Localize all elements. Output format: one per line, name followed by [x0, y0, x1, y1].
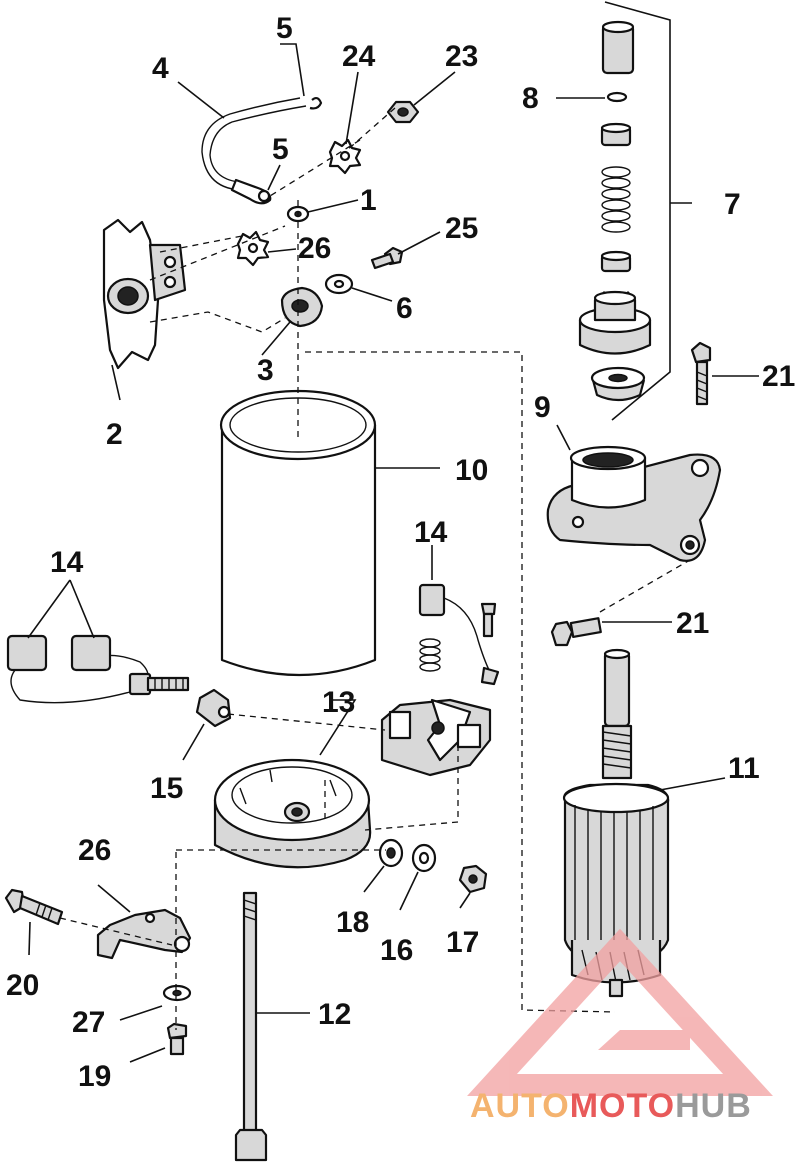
- washer-sixteen: [411, 843, 437, 873]
- terminal-nut: [386, 100, 420, 124]
- callout-6: 6: [396, 292, 413, 325]
- callout-15: 15: [150, 772, 183, 805]
- terminal-bracket: [102, 218, 187, 370]
- cable-assembly: [201, 96, 323, 205]
- brush-holder: [380, 698, 492, 777]
- callout-9: 8: [522, 82, 539, 115]
- spacer: [600, 250, 632, 273]
- callout-26: 26: [78, 834, 111, 867]
- callout-14-left: 14: [50, 546, 84, 579]
- retaining-ring: [606, 91, 628, 103]
- callout-25: 24: [342, 40, 376, 73]
- brush-set-left: [6, 634, 190, 704]
- nut-seventeen: [458, 864, 488, 894]
- brush-set-right: [418, 583, 500, 686]
- callout-2: 2: [106, 418, 123, 451]
- callout-10: 9: [534, 391, 551, 424]
- bracket-bolt: [4, 888, 64, 926]
- watermark: AUTOMOTOHUB: [467, 928, 773, 1125]
- watermark-logo-icon: [467, 928, 773, 1096]
- mounting-bracket: [96, 908, 192, 960]
- star-washer-top: [328, 138, 362, 175]
- leader-lines: [27, 43, 759, 1063]
- callout-22: 23: [445, 40, 478, 73]
- callout-3: 3: [257, 354, 274, 387]
- bolt-lower: [550, 617, 602, 647]
- callout-labels: 5 4 24 23 8 5 1 7 25 26 6 3 21 9 2 10 14…: [6, 12, 795, 1093]
- pinion-stop-cap: [601, 20, 635, 75]
- bolt-upper: [690, 341, 712, 406]
- drive-end-cap: [546, 445, 722, 562]
- pinion-gear: [578, 290, 652, 355]
- callout-13: 13: [322, 686, 355, 719]
- callout-7: 10: [455, 454, 488, 487]
- anti-drift-spring: [601, 166, 631, 233]
- drive-bracket-lines: [604, 1, 671, 421]
- washer-eighteen: [378, 838, 404, 868]
- screw: [370, 246, 404, 270]
- grommet: [280, 286, 324, 328]
- callout-14-right: 14: [414, 516, 448, 549]
- callout-27: 27: [72, 1006, 105, 1039]
- watermark-auto: AUTO: [470, 1087, 570, 1125]
- callout-5-top: 5: [276, 12, 293, 45]
- callout-16: 16: [380, 934, 413, 967]
- callout-11: 11: [728, 752, 760, 785]
- watermark-moto: MOTO: [570, 1087, 675, 1125]
- alignment-lines: [59, 107, 691, 1030]
- collar: [600, 122, 632, 147]
- thru-bolt: [234, 891, 268, 1162]
- washer-six: [324, 273, 354, 295]
- callout-23: 25: [445, 212, 478, 245]
- callout-19: 19: [78, 1060, 111, 1093]
- terminal-block: [195, 688, 232, 728]
- callout-21-upper: 21: [762, 360, 795, 393]
- callout-12: 12: [318, 998, 351, 1031]
- washer-twentyseven: [162, 984, 192, 1002]
- callout-21-lower: 21: [676, 607, 709, 640]
- watermark-hub: HUB: [675, 1087, 752, 1125]
- callout-5-lower: 5: [272, 133, 289, 166]
- commutator-end-cap: [213, 758, 372, 869]
- screw-nineteen: [166, 1022, 188, 1056]
- thrust-washer: [590, 366, 646, 402]
- callout-8: 7: [724, 188, 741, 221]
- callout-18: 18: [336, 906, 369, 939]
- callout-24: 26: [298, 232, 331, 265]
- callout-4: 4: [152, 52, 169, 85]
- callout-1: 1: [360, 184, 377, 217]
- callout-20: 20: [6, 969, 39, 1002]
- watermark-text: AUTOMOTOHUB: [470, 1087, 752, 1125]
- callout-17: 17: [446, 926, 479, 959]
- star-washer-lower: [236, 230, 270, 267]
